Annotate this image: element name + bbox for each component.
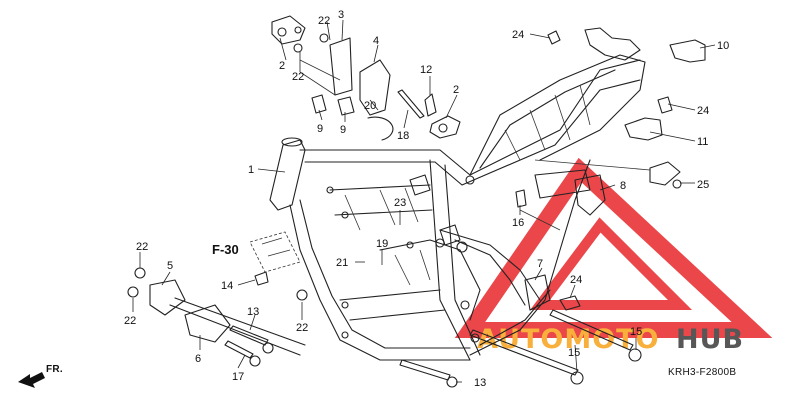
callout-24: 24 bbox=[570, 274, 582, 286]
callout-4: 4 bbox=[373, 35, 379, 47]
lower-left-parts bbox=[127, 231, 308, 367]
callouts: 1 2 2 3 4 5 6 7 8 9 9 10 11 12 13 13 14 … bbox=[124, 9, 729, 389]
callout-25: 25 bbox=[697, 179, 709, 191]
callout-2: 2 bbox=[453, 84, 459, 96]
callout-9: 9 bbox=[340, 124, 346, 136]
callout-9: 9 bbox=[317, 123, 323, 135]
callout-18: 18 bbox=[397, 130, 409, 142]
callout-15: 15 bbox=[568, 347, 580, 359]
callout-13: 13 bbox=[474, 377, 486, 389]
callout-22: 22 bbox=[318, 15, 330, 27]
callout-16: 16 bbox=[512, 217, 524, 229]
upper-left-parts bbox=[271, 15, 461, 141]
callout-23: 23 bbox=[394, 197, 406, 209]
reference-label: F-30 bbox=[212, 242, 239, 257]
callout-2: 2 bbox=[279, 60, 285, 72]
callout-19: 19 bbox=[376, 238, 388, 250]
leader-lines bbox=[132, 19, 716, 383]
callout-20: 20 bbox=[364, 100, 376, 112]
upper-right-parts bbox=[515, 27, 706, 231]
callout-8: 8 bbox=[620, 180, 626, 192]
callout-3: 3 bbox=[338, 9, 344, 21]
callout-22: 22 bbox=[124, 315, 136, 327]
callout-14: 14 bbox=[221, 280, 233, 292]
callout-21: 21 bbox=[336, 257, 348, 269]
callout-13: 13 bbox=[247, 306, 259, 318]
watermark-logo: AUTOMOTO HUB bbox=[454, 157, 773, 355]
callout-10: 10 bbox=[717, 40, 729, 52]
main-frame bbox=[269, 54, 646, 361]
callout-7: 7 bbox=[537, 258, 543, 270]
callout-22: 22 bbox=[136, 241, 148, 253]
callout-22: 22 bbox=[296, 322, 308, 334]
watermark-text-dark: HUB bbox=[676, 324, 744, 355]
callout-24: 24 bbox=[697, 105, 709, 117]
callout-24: 24 bbox=[512, 29, 524, 41]
callout-22: 22 bbox=[292, 71, 304, 83]
callout-6: 6 bbox=[195, 353, 201, 365]
callout-5: 5 bbox=[167, 260, 173, 272]
front-direction-label: FR. bbox=[46, 364, 63, 375]
diagram-code: KRH3-F2800B bbox=[668, 367, 736, 378]
callout-15: 15 bbox=[630, 326, 642, 338]
callout-1: 1 bbox=[248, 164, 254, 176]
front-direction-arrow: FR. bbox=[18, 364, 63, 388]
callout-11: 11 bbox=[697, 136, 708, 148]
callout-17: 17 bbox=[232, 371, 244, 383]
callout-12: 12 bbox=[420, 64, 432, 76]
